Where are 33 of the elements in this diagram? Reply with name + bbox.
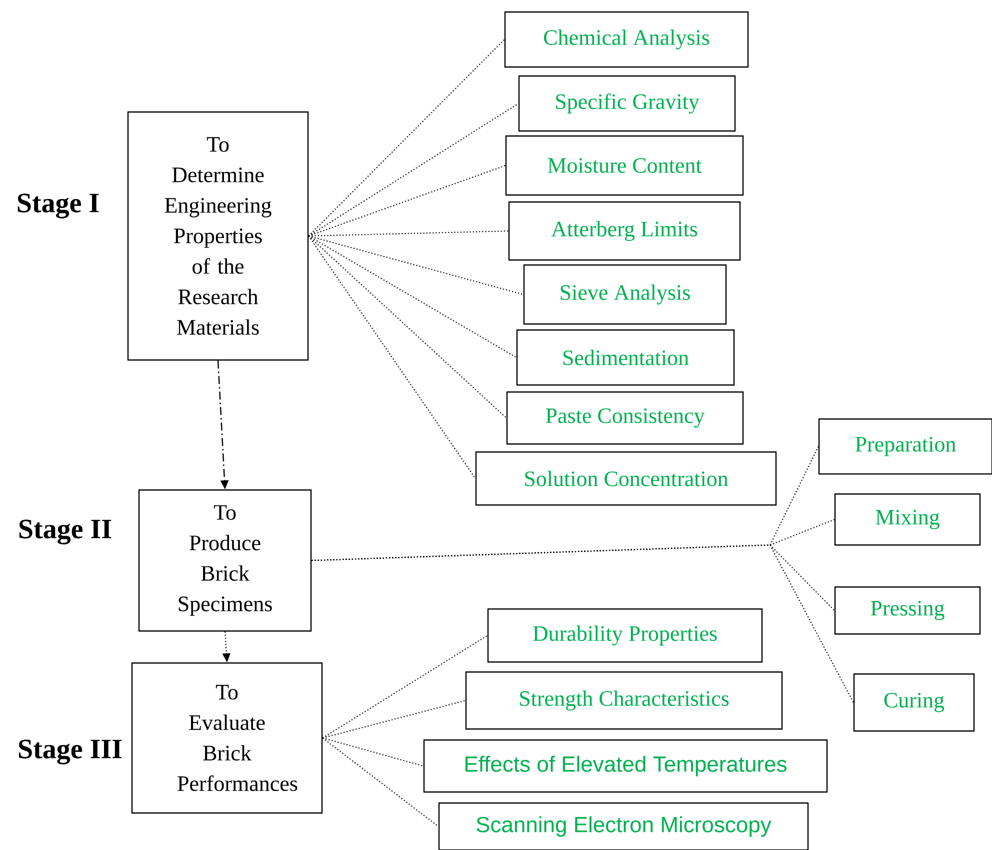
connector	[322, 738, 439, 827]
stage-label: Stage I	[18, 194, 99, 218]
connector	[308, 164, 506, 237]
connector	[308, 236, 517, 358]
stage-box: To Evaluate Brick Performances	[131, 662, 323, 814]
connector	[322, 737, 424, 767]
test-box: Moisture Content	[505, 135, 744, 196]
test-box: Scanning Electron Microscopy	[438, 802, 809, 850]
test-box: Pressing	[834, 586, 981, 635]
connector	[308, 236, 476, 479]
connector	[308, 103, 519, 236]
test-box: Atterberg Limits	[508, 201, 741, 261]
test-box: Sedimentation	[516, 329, 735, 386]
connector	[308, 230, 508, 237]
test-box: Chemical Analysis	[504, 11, 749, 68]
test-box: Strength Characteristics	[465, 671, 783, 730]
test-box: Mixing	[834, 493, 981, 546]
connector	[312, 544, 854, 703]
test-box: Specific Gravity	[518, 75, 736, 132]
test-box: Durability Properties	[487, 608, 763, 663]
connector	[308, 235, 524, 296]
connector	[322, 635, 488, 738]
test-box: Paste Consistency	[506, 391, 744, 445]
test-box: Curing	[853, 673, 975, 732]
connector	[308, 39, 505, 236]
test-box: Effects of Elevated Temperatures	[423, 739, 828, 793]
connector	[308, 236, 507, 418]
stage-box: To Determine Engineering Properties of the Research Materials	[127, 111, 309, 361]
test-box: Preparation	[818, 418, 992, 475]
stage-box: To Produce Brick Specimens	[138, 489, 312, 632]
test-box: Sieve Analysis	[523, 264, 727, 325]
stage-label: Stage II	[19, 520, 112, 544]
test-box: Solution Concentration	[475, 451, 777, 506]
